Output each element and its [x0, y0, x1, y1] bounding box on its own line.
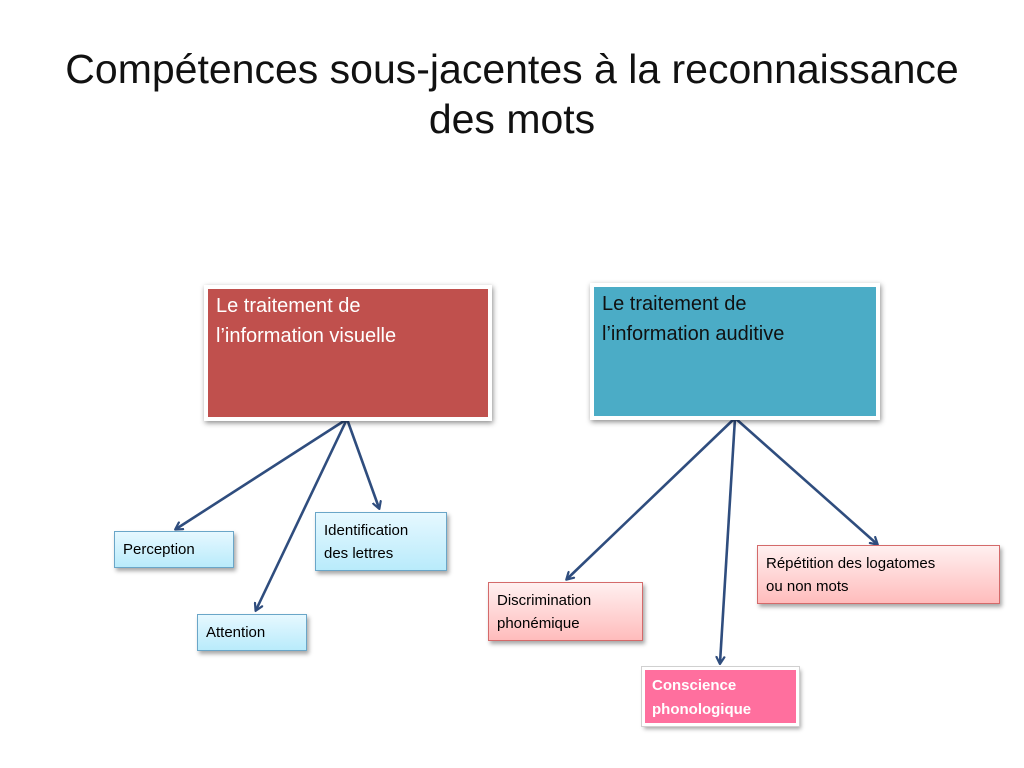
- node-perception-label: Perception: [123, 541, 195, 558]
- node-visual-line-2: l’information visuelle: [216, 325, 397, 347]
- node-identification-line-1: Identification: [324, 522, 409, 539]
- title-line-2: des mots: [428, 96, 596, 142]
- arrow-auditory-to-discrimination: [567, 417, 736, 579]
- arrow-visual-to-attention: [256, 418, 349, 610]
- node-repetition-line-1: Répétition des logatomes: [766, 555, 936, 572]
- node-discrimination-line-1: Discrimination: [497, 592, 592, 609]
- node-conscience-line-2: phonologique: [652, 701, 752, 718]
- title-line-1: Compétences sous-jacentes à la reconnais…: [65, 46, 959, 92]
- node-conscience-phonologique: Conscience phonologique: [641, 666, 800, 727]
- node-visual-processing: Le traitement de l’information visuelle: [204, 285, 492, 421]
- arrow-visual-to-perception: [176, 417, 348, 529]
- node-auditory-line-1: Le traitement de: [602, 293, 747, 315]
- arrow-visual-to-identification: [345, 418, 379, 508]
- node-identification-line-2: des lettres: [324, 545, 394, 562]
- node-discrimination-line-2: phonémique: [497, 615, 580, 632]
- arrow-auditory-to-conscience: [720, 417, 737, 663]
- node-perception: Perception: [114, 531, 234, 568]
- node-repetition-logatomes: Répétition des logatomes ou non mots: [757, 545, 1000, 604]
- node-repetition-line-2: ou non mots: [766, 578, 849, 595]
- node-auditory-processing: Le traitement de l’information auditive: [590, 283, 880, 420]
- node-identification-lettres: Identification des lettres: [315, 512, 447, 571]
- node-attention: Attention: [197, 614, 307, 651]
- node-attention-label: Attention: [206, 624, 266, 641]
- node-conscience-line-1: Conscience: [652, 677, 737, 694]
- node-visual-line-1: Le traitement de: [216, 295, 361, 317]
- node-discrimination-phonemique: Discrimination phonémique: [488, 582, 643, 641]
- slide-title: Compétences sous-jacentes à la reconnais…: [40, 44, 984, 144]
- arrow-auditory-to-repetition: [734, 417, 877, 544]
- node-auditory-line-2: l’information auditive: [602, 323, 785, 345]
